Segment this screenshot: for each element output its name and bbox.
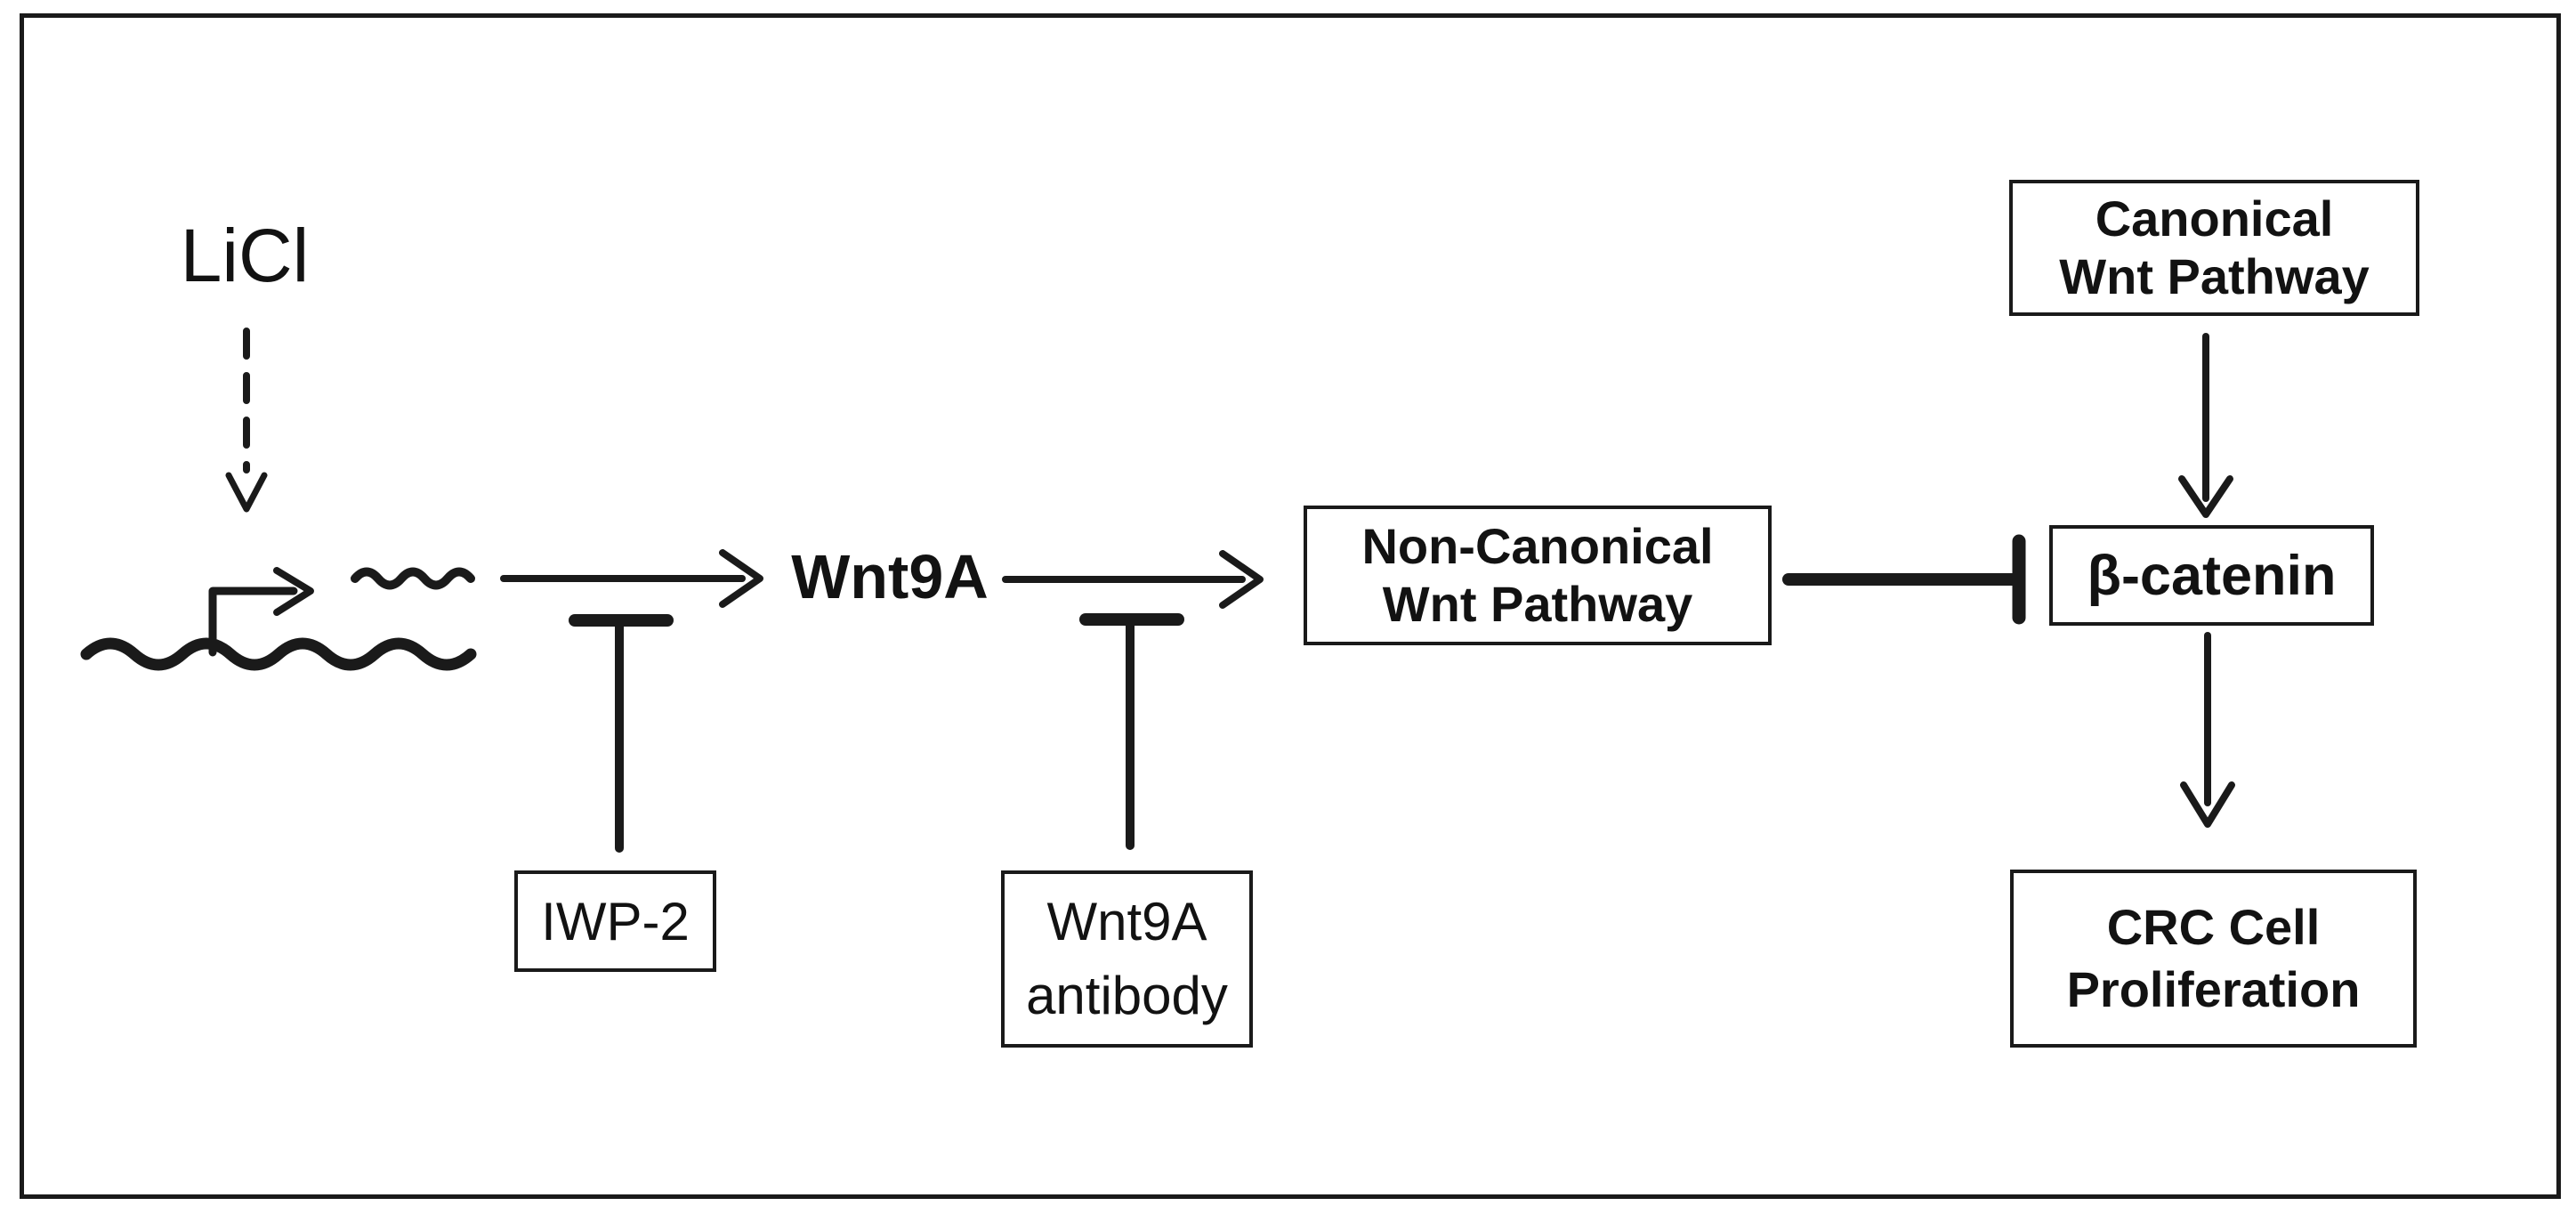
wnt9a-label: Wnt9A bbox=[791, 541, 989, 611]
figure-border bbox=[20, 13, 2561, 1199]
noncanonical-inhibition-tbar bbox=[1782, 534, 2026, 625]
iwp2-inhibition-tbar bbox=[569, 614, 674, 853]
arrow-wnt9a-to-noncanonical bbox=[1002, 550, 1264, 609]
wnt9a-antibody-box: Wnt9A antibody bbox=[1001, 870, 1253, 1048]
arrow-gene-to-wnt9a bbox=[500, 549, 763, 608]
beta-catenin-box: β-catenin bbox=[2049, 525, 2374, 626]
transcription-start-bent-arrow-icon bbox=[208, 567, 314, 657]
arrow-bcatenin-to-crc bbox=[2180, 632, 2235, 828]
non-canonical-wnt-pathway-box: Non-Canonical Wnt Pathway bbox=[1304, 506, 1772, 645]
crc-cell-proliferation-box: CRC Cell Proliferation bbox=[2010, 870, 2417, 1048]
licl-dashed-arrow bbox=[225, 328, 268, 513]
canonical-wnt-pathway-box: Canonical Wnt Pathway bbox=[2009, 180, 2419, 316]
mrna-wavy-line-icon bbox=[351, 567, 475, 590]
arrow-canonical-to-bcatenin bbox=[2178, 333, 2233, 518]
iwp2-box: IWP-2 bbox=[514, 870, 716, 972]
antibody-inhibition-tbar bbox=[1079, 613, 1184, 850]
licl-label: LiCl bbox=[180, 214, 310, 297]
gene-dna-wavy-line-icon bbox=[80, 637, 477, 671]
